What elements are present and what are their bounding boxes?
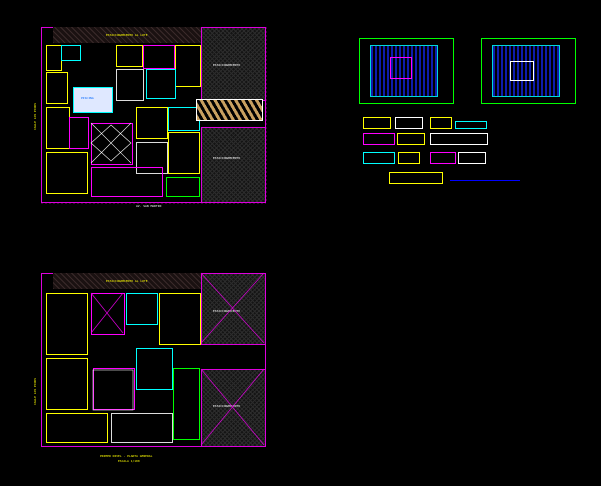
sheet-1-content xyxy=(370,45,438,97)
detail-line xyxy=(450,180,520,181)
room-6 xyxy=(146,69,176,99)
detail-5[interactable] xyxy=(363,133,395,145)
room-17 xyxy=(166,177,200,197)
parking-lot-upper[interactable] xyxy=(201,27,266,101)
detail-10[interactable] xyxy=(430,152,456,164)
room-b7 xyxy=(136,348,173,390)
room-7 xyxy=(46,72,68,104)
north-label-2: ESTACIONAMIENTO AL LOTE xyxy=(106,279,148,283)
parking-lot-lower[interactable] xyxy=(201,127,266,203)
detail-8[interactable] xyxy=(363,152,395,164)
room-14 xyxy=(136,142,168,174)
lot-label-lower-2: ESTACIONAMIENTO xyxy=(213,404,241,408)
sheet-thumbnail-2[interactable] xyxy=(481,38,576,104)
north-label: ESTACIONAMIENTO AL LOTE xyxy=(106,33,148,37)
room-b2 xyxy=(46,293,88,355)
detail-2[interactable] xyxy=(395,117,423,129)
detail-7[interactable] xyxy=(430,133,488,145)
detail-9[interactable] xyxy=(398,152,420,164)
pool-label: PISCINA xyxy=(81,96,94,100)
detail-12[interactable] xyxy=(389,172,443,184)
stair-block[interactable] xyxy=(196,99,263,121)
room-15 xyxy=(168,132,200,174)
detail-1[interactable] xyxy=(363,117,391,129)
room-b1 xyxy=(91,293,125,335)
sheet-2-accent xyxy=(510,61,534,81)
room-5 xyxy=(175,45,201,87)
bottom-caption-1: PRIMER NIVEL - PLANTA GENERAL xyxy=(100,454,153,458)
lot-label-upper-2: ESTACIONAMIENTO xyxy=(213,309,241,313)
north-hatch-strip-2 xyxy=(53,273,201,289)
room-b5 xyxy=(46,358,88,410)
detail-3[interactable] xyxy=(430,117,452,129)
room-8 xyxy=(116,69,144,101)
detail-6[interactable] xyxy=(397,133,425,145)
room-13 xyxy=(46,152,88,194)
room-b10 xyxy=(173,368,200,440)
room-2 xyxy=(61,45,81,61)
room-11 xyxy=(136,107,168,139)
bottom-caption-2: ESCALA 1/100 xyxy=(118,459,140,463)
room-b8 xyxy=(46,413,108,443)
room-b3 xyxy=(126,293,158,325)
courtyard[interactable] xyxy=(91,123,133,165)
detail-11[interactable] xyxy=(458,152,486,164)
sheet-thumbnail-1[interactable] xyxy=(359,38,454,104)
north-hatch-strip xyxy=(53,27,201,43)
room-b9 xyxy=(111,413,173,443)
room-b6 xyxy=(93,368,135,410)
lot-label-lower: ESTACIONAMIENTO xyxy=(213,156,241,160)
top-floor-plan[interactable]: PISCINA ESTACIONAMIENTO ESTACIONAMIENTO … xyxy=(41,27,266,208)
detail-4[interactable] xyxy=(455,121,487,129)
lot-label-upper: ESTACIONAMIENTO xyxy=(213,63,241,67)
room-b4 xyxy=(159,293,201,345)
room-4 xyxy=(143,45,175,69)
room-10 xyxy=(69,117,89,149)
sheet-2-content xyxy=(492,45,560,97)
pool[interactable] xyxy=(73,87,113,113)
room-3 xyxy=(116,45,143,67)
room-16 xyxy=(91,167,163,197)
bottom-street-label: AV. SAN MARTIN xyxy=(136,204,162,208)
sheet-1-accent xyxy=(390,57,412,79)
